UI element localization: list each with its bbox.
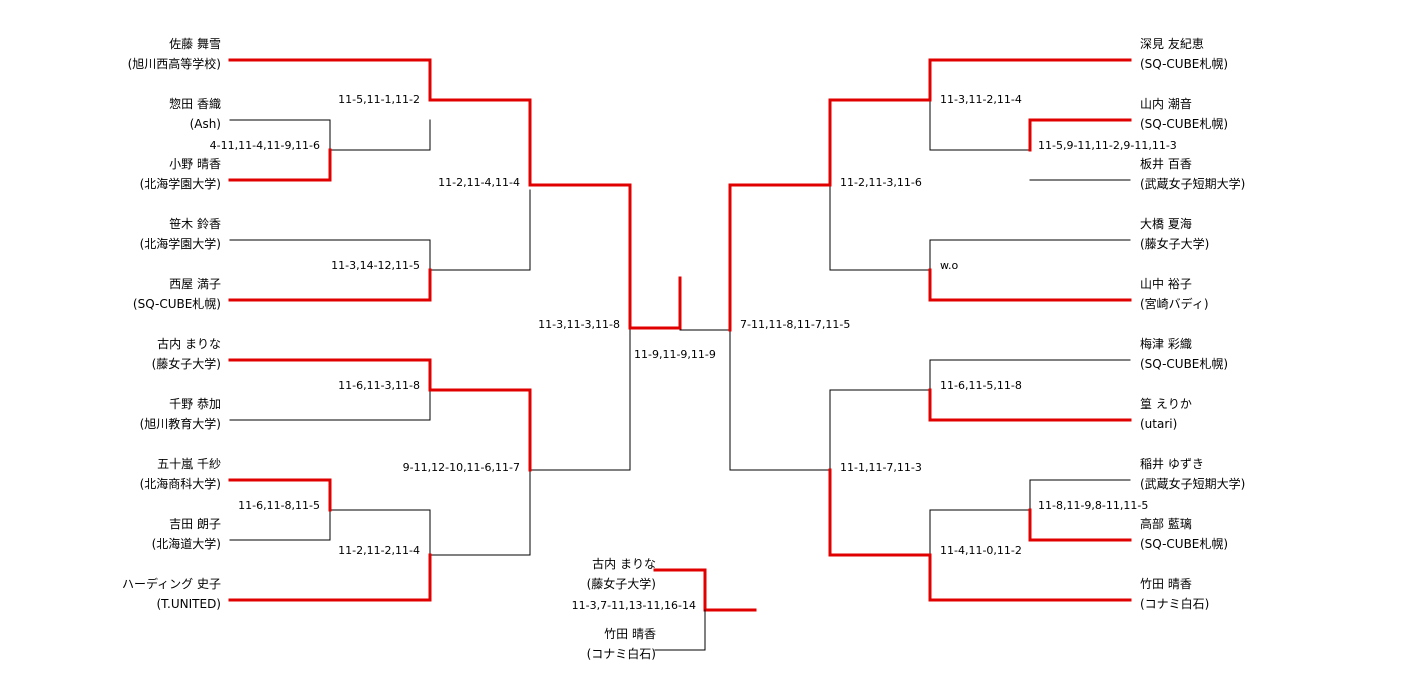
match-score: 11-3,11-3,11-8 xyxy=(538,318,620,331)
third-place-score: 11-3,7-11,13-11,16-14 xyxy=(571,599,696,612)
player-name: 篁 えりか xyxy=(1140,397,1192,411)
player-club: (宮崎バディ) xyxy=(1140,297,1209,311)
player-name: 深見 友紀恵 xyxy=(1140,37,1204,51)
bracket-line xyxy=(929,239,1131,271)
match-score: 11-6,11-3,11-8 xyxy=(338,379,420,392)
player-name: 竹田 晴香 xyxy=(1140,577,1192,591)
third-place-winner-name: 古内 まりな xyxy=(592,557,656,571)
match-score: 11-6,11-8,11-5 xyxy=(238,499,320,512)
player-name: 五十嵐 千紗 xyxy=(157,457,221,471)
third-place-line xyxy=(654,609,706,651)
bracket-line xyxy=(229,389,431,421)
bracket-line xyxy=(529,329,631,471)
match-score: 11-2,11-3,11-6 xyxy=(840,176,922,189)
player-name: 吉田 朗子 xyxy=(169,517,221,531)
player-club: (武蔵女子短期大学) xyxy=(1140,477,1246,491)
bracket-line xyxy=(729,329,831,471)
player-club: (Ash) xyxy=(189,117,221,131)
player-name: 佐藤 舞雪 xyxy=(169,37,221,51)
player-club: (北海学園大学) xyxy=(139,237,221,251)
player-name: 山内 潮音 xyxy=(1140,97,1192,111)
player-club: (北海商科大学) xyxy=(139,477,221,491)
match-score: 11-2,11-2,11-4 xyxy=(338,544,420,557)
player-club: (武蔵女子短期大学) xyxy=(1140,177,1246,191)
winner-path xyxy=(928,268,1132,302)
player-name: 西屋 満子 xyxy=(169,277,221,291)
player-club: (SQ-CUBE札幌) xyxy=(1140,357,1229,371)
winner-path xyxy=(228,478,332,512)
final-score: 11-9,11-9,11-9 xyxy=(634,348,716,361)
player-name: ハーディング 史子 xyxy=(122,577,221,591)
winner-path xyxy=(1028,118,1132,152)
match-score: 11-5,9-11,11-2,9-11,11-3 xyxy=(1038,139,1177,152)
player-name: 小野 晴香 xyxy=(169,157,221,171)
bracket-line xyxy=(929,99,1031,151)
player-club: (SQ-CUBE札幌) xyxy=(1140,57,1229,71)
player-club: (藤女子大学) xyxy=(151,357,221,371)
player-club: (SQ-CUBE札幌) xyxy=(1140,537,1229,551)
bracket-line xyxy=(929,359,1131,391)
match-score: 11-8,11-9,8-11,11-5 xyxy=(1038,499,1149,512)
bracket-line xyxy=(429,189,531,271)
bracket-line xyxy=(329,119,431,151)
match-score: 11-3,14-12,11-5 xyxy=(331,259,420,272)
player-name: 高部 藍璃 xyxy=(1140,517,1192,531)
match-score: 11-1,11-7,11-3 xyxy=(840,461,922,474)
winner-path xyxy=(728,58,1132,332)
player-name: 千野 恭加 xyxy=(169,397,221,411)
match-score: 11-2,11-4,11-4 xyxy=(438,176,520,189)
bracket-line xyxy=(829,184,931,271)
player-club: (SQ-CUBE札幌) xyxy=(132,297,221,311)
player-club: (コナミ白石) xyxy=(1140,597,1210,611)
player-club: (藤女子大学) xyxy=(1140,237,1210,251)
player-name: 古内 まりな xyxy=(157,337,221,351)
bracket-line xyxy=(229,119,331,151)
match-score: 11-6,11-5,11-8 xyxy=(940,379,1022,392)
player-club: (旭川西高等学校) xyxy=(127,57,221,71)
winner-path xyxy=(928,388,1132,422)
match-score: 11-4,11-0,11-2 xyxy=(940,544,1022,557)
third-place-loser-club: (コナミ白石) xyxy=(586,647,656,661)
winner-path xyxy=(828,468,1132,602)
bracket-line xyxy=(929,509,1031,556)
third-place-winner-club: (藤女子大学) xyxy=(586,577,656,591)
player-name: 稲井 ゆずき xyxy=(1140,457,1204,471)
bracket-line xyxy=(1029,479,1131,511)
player-name: 大橋 夏海 xyxy=(1140,217,1192,231)
bracket-line xyxy=(829,389,931,471)
match-score: 9-11,12-10,11-6,11-7 xyxy=(402,461,520,474)
bracket-line xyxy=(429,469,531,556)
winner-path xyxy=(228,268,432,302)
match-score: w.o xyxy=(940,259,959,272)
winner-path xyxy=(228,553,432,602)
winner-path xyxy=(228,58,682,330)
player-name: 山中 裕子 xyxy=(1140,277,1192,291)
third-place-winner-path xyxy=(653,568,757,612)
winner-path xyxy=(228,148,332,182)
player-name: 梅津 彩織 xyxy=(1140,337,1192,351)
match-score: 11-3,11-2,11-4 xyxy=(940,93,1022,106)
bracket-line xyxy=(329,509,431,556)
player-club: (北海学園大学) xyxy=(139,177,221,191)
player-club: (SQ-CUBE札幌) xyxy=(1140,117,1229,131)
bracket-line xyxy=(229,509,331,541)
player-club: (T.UNITED) xyxy=(156,597,221,611)
player-club: (旭川教育大学) xyxy=(139,417,221,431)
match-score: 4-11,11-4,11-9,11-6 xyxy=(209,139,320,152)
winner-path xyxy=(1028,508,1132,542)
player-name: 惣田 香織 xyxy=(169,97,221,111)
match-score: 7-11,11-8,11-7,11-5 xyxy=(740,318,851,331)
match-score: 11-5,11-1,11-2 xyxy=(338,93,420,106)
player-name: 板井 百香 xyxy=(1140,157,1192,171)
player-club: (utari) xyxy=(1140,417,1178,431)
third-place-loser-name: 竹田 晴香 xyxy=(604,627,656,641)
player-club: (北海道大学) xyxy=(151,537,221,551)
winner-path xyxy=(228,358,532,472)
bracket-line xyxy=(229,239,431,271)
player-name: 笹木 鈴香 xyxy=(169,217,221,231)
